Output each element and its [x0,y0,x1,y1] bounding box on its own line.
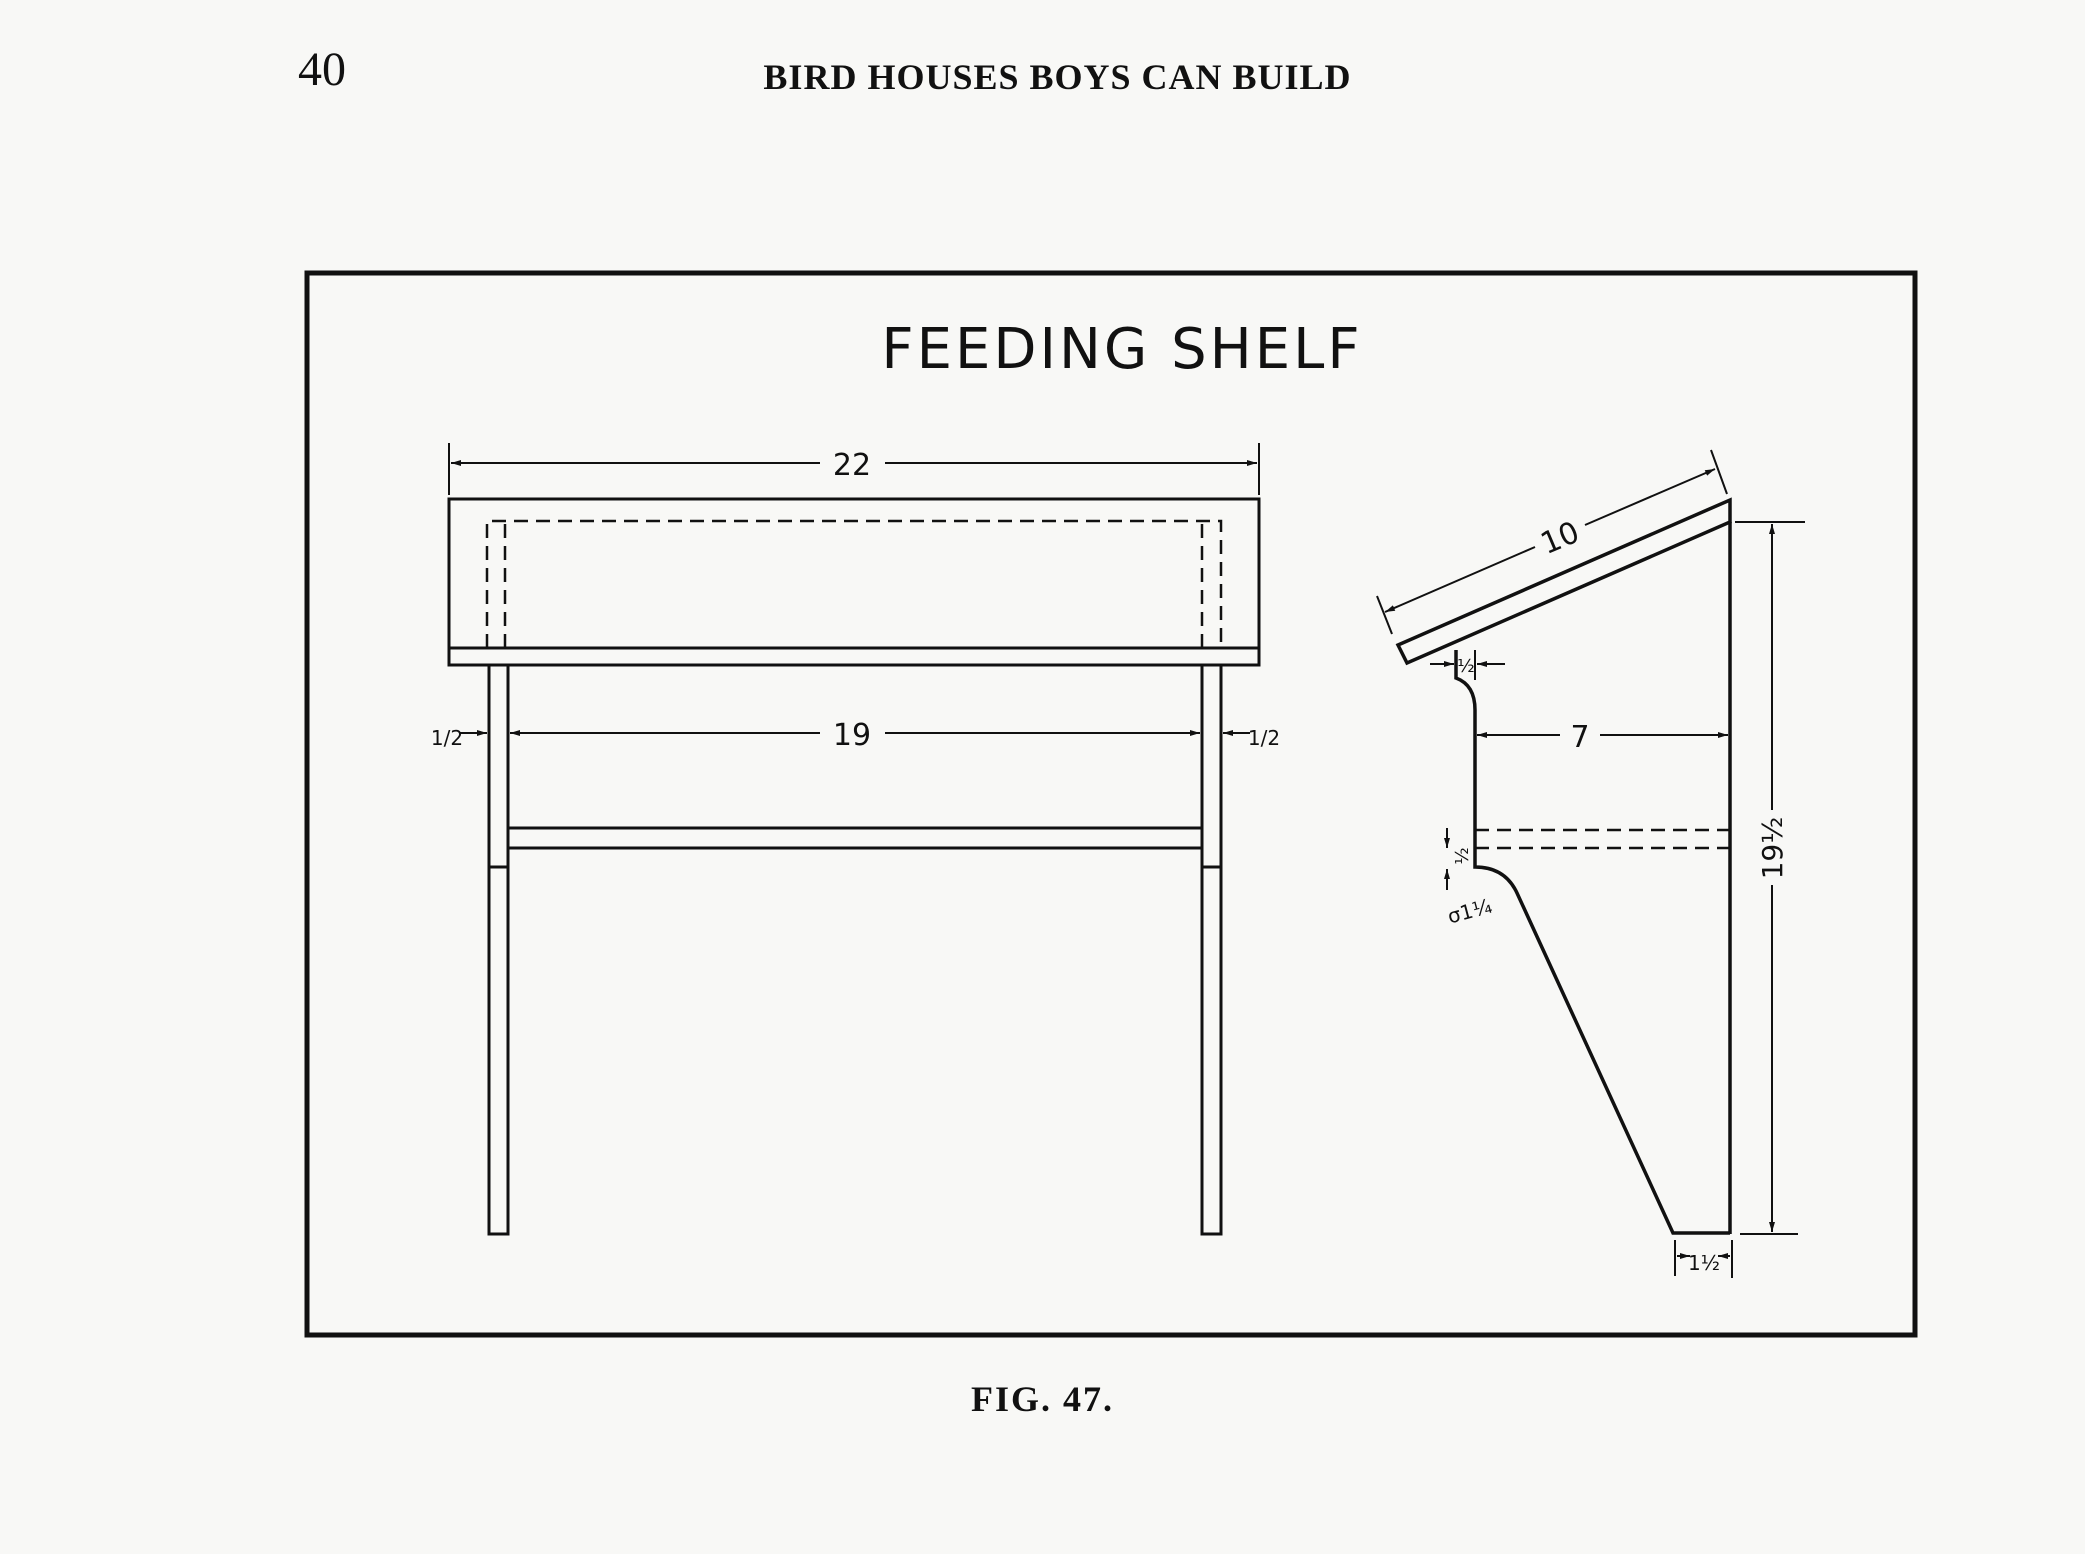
dim-inner-width: 19 [833,718,871,753]
dim-shelf-thickness: ½ [1452,847,1473,864]
page-number: 40 [298,43,346,96]
front-stretcher [506,826,1204,850]
dim-radius: σ1¼ [1445,894,1494,929]
front-left-leg [487,663,510,1236]
dim-top-tab: ½ [1457,656,1474,677]
front-top-board [447,497,1261,667]
running-head: BIRD HOUSES BOYS CAN BUILD [763,57,1352,97]
figure-title: FEEDING SHELF [881,317,1362,382]
dim-bottom-width: 1½ [1688,1251,1720,1275]
side-view [1395,497,1732,1235]
dim-height: 19½ [1756,817,1789,880]
front-dimensions [448,443,1260,736]
figure-frame [304,270,1918,1338]
dim-depth: 7 [1570,720,1589,755]
dim-overall-width: 22 [833,448,871,483]
figure-caption: FIG. 47. [970,1379,1114,1419]
front-view [447,497,1261,1236]
side-dimensions [1376,449,1805,1278]
hidden-lines [485,519,1223,648]
dim-left-leg: 1/2 [431,726,463,750]
side-bracket-outline [1454,650,1730,1235]
dim-roof-length: 10 [1536,515,1585,562]
dim-right-leg: 1/2 [1248,726,1280,750]
front-right-leg [1200,663,1223,1236]
